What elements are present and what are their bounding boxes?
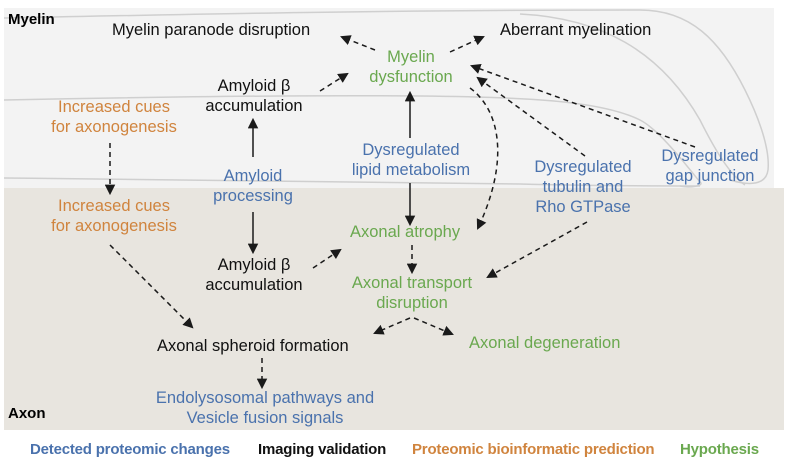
node-dysregulated-lipid-metabolism: Dysregulated lipid metabolism <box>340 140 482 180</box>
node-axonal-transport-disruption: Axonal transport disruption <box>340 273 484 313</box>
node-line: disruption <box>376 294 448 312</box>
node-line: Increased cues <box>58 197 170 215</box>
node-increased-cues-top: Increased cues for axonogenesis <box>42 97 186 137</box>
arrow-transport-to-degeneration <box>413 317 454 336</box>
arrow-tubulin-to-dysfunction <box>476 76 586 157</box>
arrow-amyloid-bottom-to-atrophy <box>312 248 342 269</box>
node-axonal-atrophy: Axonal atrophy <box>350 223 461 241</box>
node-amyloid-beta-bottom: Amyloid β accumulation <box>198 255 310 295</box>
node-line: Rho GTPase <box>535 198 631 216</box>
node-line: processing <box>213 187 293 205</box>
node-line: Dysregulated <box>534 158 632 176</box>
node-line: tubulin and <box>542 178 624 196</box>
arrow-dysfunction-to-aberrant <box>449 35 485 53</box>
node-line: accumulation <box>205 97 303 115</box>
arrow-dysfunction-to-paranode <box>340 35 376 51</box>
node-line: for axonogenesis <box>51 118 177 136</box>
region-label-myelin: Myelin <box>8 11 55 28</box>
legend-imaging-validation: Imaging validation <box>258 441 387 458</box>
node-axonal-degeneration: Axonal degeneration <box>469 334 621 352</box>
node-line: Amyloid β <box>217 77 291 95</box>
node-dysregulated-tubulin-rho-gtpase: Dysregulated tubulin and Rho GTPase <box>525 157 641 217</box>
node-myelin-dysfunction: Myelin dysfunction <box>356 47 466 87</box>
node-line: accumulation <box>205 276 303 294</box>
myelin-sheath-outline <box>3 9 769 188</box>
node-line: Myelin <box>387 48 435 66</box>
node-endolysosomal-pathways: Endolysosomal pathways and Vesicle fusio… <box>140 388 390 428</box>
node-line: Amyloid β <box>217 256 291 274</box>
node-line: dysfunction <box>369 68 453 86</box>
arrow-tubulin-to-transport <box>486 221 588 279</box>
node-line: Increased cues <box>58 98 170 116</box>
node-amyloid-processing: Amyloid processing <box>200 166 306 206</box>
arrow-transport-to-spheroid <box>373 317 411 335</box>
node-increased-cues-bottom: Increased cues for axonogenesis <box>42 196 186 236</box>
node-myelin-paranode-disruption: Myelin paranode disruption <box>112 21 311 39</box>
region-label-axon: Axon <box>8 405 46 422</box>
axon-region <box>4 188 784 430</box>
node-aberrant-myelination: Aberrant myelination <box>500 21 652 39</box>
legend-hypothesis: Hypothesis <box>680 441 759 458</box>
node-line: Amyloid <box>223 167 283 185</box>
arrow-gap-to-dysfunction <box>470 63 696 148</box>
node-line: gap junction <box>665 167 755 185</box>
arrow-dysfunction-to-atrophy <box>469 87 499 230</box>
node-line: for axonogenesis <box>51 217 177 235</box>
legend-proteomic-bioinformatic-prediction: Proteomic bioinformatic prediction <box>412 441 655 458</box>
node-dysregulated-gap-junction: Dysregulated gap junction <box>652 146 768 186</box>
node-line: Axonal transport <box>351 274 473 292</box>
node-line: Dysregulated <box>661 147 759 165</box>
node-line: Vesicle fusion signals <box>186 409 344 427</box>
arrow-cues-bottom-to-spheroid <box>109 244 194 329</box>
node-line: lipid metabolism <box>351 161 471 179</box>
node-line: Endolysosomal pathways and <box>155 389 375 407</box>
node-axonal-spheroid-formation: Axonal spheroid formation <box>157 337 349 355</box>
node-line: Dysregulated <box>362 141 460 159</box>
node-amyloid-beta-top: Amyloid β accumulation <box>198 76 310 116</box>
legend-detected-proteomic-changes: Detected proteomic changes <box>30 441 230 458</box>
